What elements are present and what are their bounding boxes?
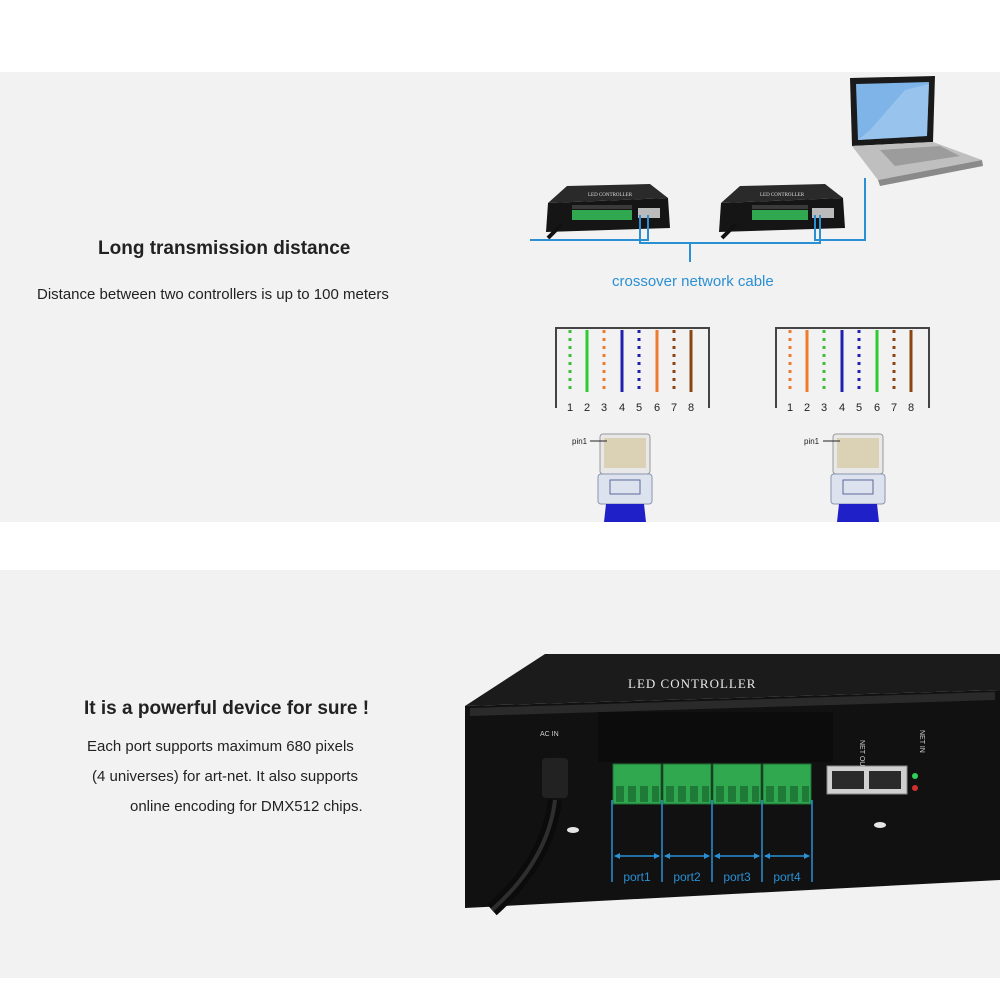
port-markers (611, 800, 813, 882)
pin-num: 7 (671, 402, 677, 414)
pin-num: 7 (891, 402, 897, 414)
device-line3: online encoding for DMX512 chips. (130, 798, 363, 815)
pin-num: 1 (787, 402, 793, 414)
device-line2: (4 universes) for art-net. It also suppo… (92, 768, 358, 785)
controller2-label: LED CONTROLLER (760, 193, 805, 198)
net-out-label: NET OUT (858, 740, 865, 771)
port4-label: port4 (773, 870, 801, 884)
wiring-diagram-1 (555, 327, 710, 408)
pin-num: 2 (804, 402, 810, 414)
port3-label: port3 (723, 870, 751, 884)
pin-num: 8 (908, 402, 914, 414)
pin-num: 3 (821, 402, 827, 414)
device-title: LED CONTROLLER (628, 676, 756, 691)
rj45-plug-1 (590, 433, 653, 522)
port1-label: port1 (623, 870, 651, 884)
pin-num: 3 (601, 402, 607, 414)
pin-num: 2 (584, 402, 590, 414)
network-cables (530, 178, 866, 262)
pin-num: 6 (874, 402, 880, 414)
ac-power-cable (487, 758, 568, 916)
ac-in-label: AC IN (540, 731, 559, 738)
transmission-heading: Long transmission distance (98, 238, 351, 259)
led-controller-device (465, 654, 1000, 916)
pin-num: 5 (636, 402, 642, 414)
pin1-label-2: pin1 (804, 437, 820, 446)
pin-num: 4 (839, 402, 845, 414)
port2-label: port2 (673, 870, 701, 884)
transmission-description: Distance between two controllers is up t… (37, 286, 389, 303)
rj45-plug-2 (823, 433, 886, 522)
device-heading: It is a powerful device for sure ! (84, 698, 370, 719)
controller1-label: LED CONTROLLER (588, 193, 633, 198)
controller-unit-1 (546, 184, 670, 240)
pin-num: 5 (856, 402, 862, 414)
controller-unit-2 (719, 184, 845, 240)
device-line1: Each port supports maximum 680 pixels (87, 738, 354, 755)
pin-num: 4 (619, 402, 625, 414)
pin-num: 8 (688, 402, 694, 414)
net-in-label: NET IN (918, 730, 925, 753)
pin-num: 6 (654, 402, 660, 414)
laptop-icon (850, 76, 983, 186)
wiring-diagram-2 (775, 327, 930, 408)
cable-label: crossover network cable (612, 273, 774, 290)
pin1-label-1: pin1 (572, 437, 588, 446)
pin-num: 1 (567, 402, 573, 414)
